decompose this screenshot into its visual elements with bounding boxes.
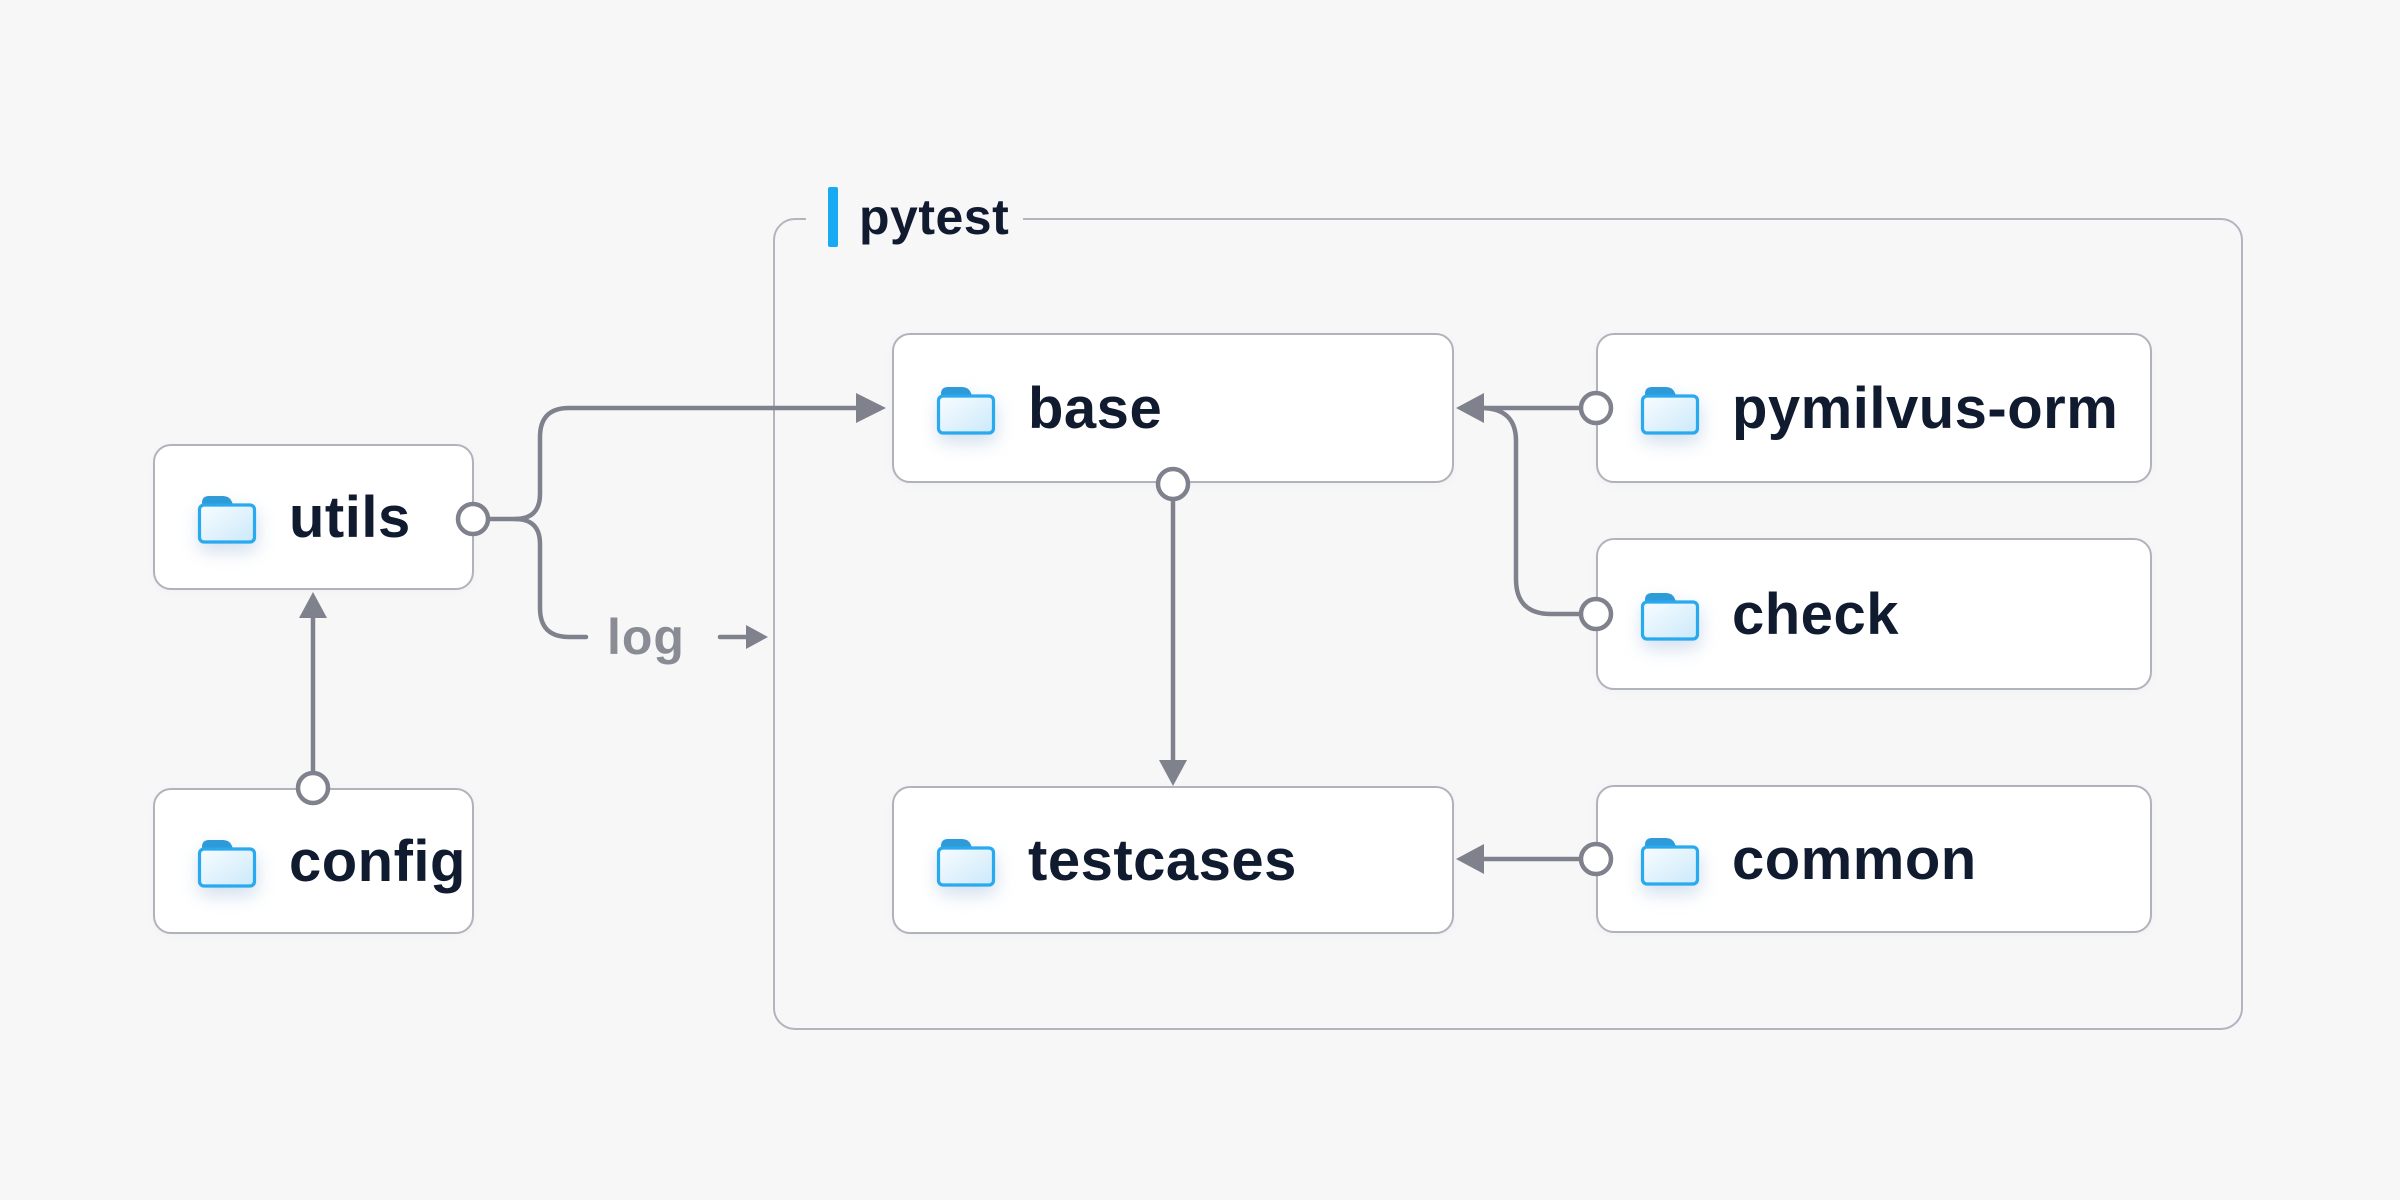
folder-icon <box>197 496 257 544</box>
folder-icon <box>1640 838 1700 886</box>
node-label: base <box>1028 375 1163 441</box>
node-check: check <box>1596 538 2152 690</box>
node-label: testcases <box>1028 827 1297 893</box>
node-label: config <box>289 828 466 894</box>
arrowhead-config-utils <box>299 592 327 618</box>
node-label: utils <box>289 484 411 550</box>
arrowhead-log <box>746 625 768 649</box>
node-label: check <box>1732 581 1899 647</box>
folder-icon <box>936 839 996 887</box>
folder-icon <box>197 840 257 888</box>
log-edge-label: log <box>607 609 685 665</box>
folder-icon <box>1640 593 1700 641</box>
pytest-group-label-text: pytest <box>859 189 1010 245</box>
node-utils: utils <box>153 444 474 590</box>
accent-bar-icon <box>828 187 838 247</box>
node-pymilvus-orm: pymilvus-orm <box>1596 333 2152 483</box>
node-base: base <box>892 333 1454 483</box>
node-common: common <box>1596 785 2152 933</box>
node-label: pymilvus-orm <box>1732 375 2119 441</box>
pytest-group-label: pytest <box>806 184 1024 250</box>
node-testcases: testcases <box>892 786 1454 934</box>
node-label: common <box>1732 826 1977 892</box>
node-config: config <box>153 788 474 934</box>
pytest-group-container <box>773 218 2243 1030</box>
folder-icon <box>936 387 996 435</box>
folder-icon <box>1640 387 1700 435</box>
